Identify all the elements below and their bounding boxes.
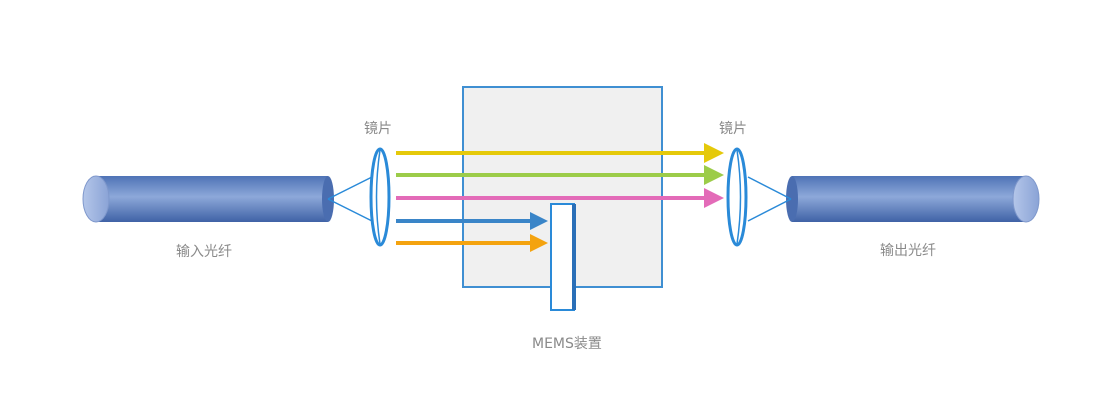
input-light-cone — [327, 176, 373, 222]
left-lens-label: 镜片 — [364, 121, 392, 137]
left-lens — [369, 147, 391, 247]
right-lens — [726, 147, 748, 247]
input-fiber-label: 输入光纤 — [176, 244, 232, 260]
input-fiber — [82, 175, 334, 223]
beam-yellow — [396, 143, 724, 163]
output-fiber-label: 输出光纤 — [880, 243, 936, 259]
output-fiber — [786, 175, 1040, 223]
output-light-cone — [747, 176, 792, 222]
beam-pink — [396, 188, 724, 208]
mems-mirror — [550, 203, 576, 311]
beam-blue — [396, 212, 548, 230]
beam-green — [396, 165, 724, 185]
beam-orange — [396, 234, 548, 252]
right-lens-label: 镜片 — [719, 121, 747, 137]
mems-device-label: MEMS装置 — [532, 336, 602, 352]
